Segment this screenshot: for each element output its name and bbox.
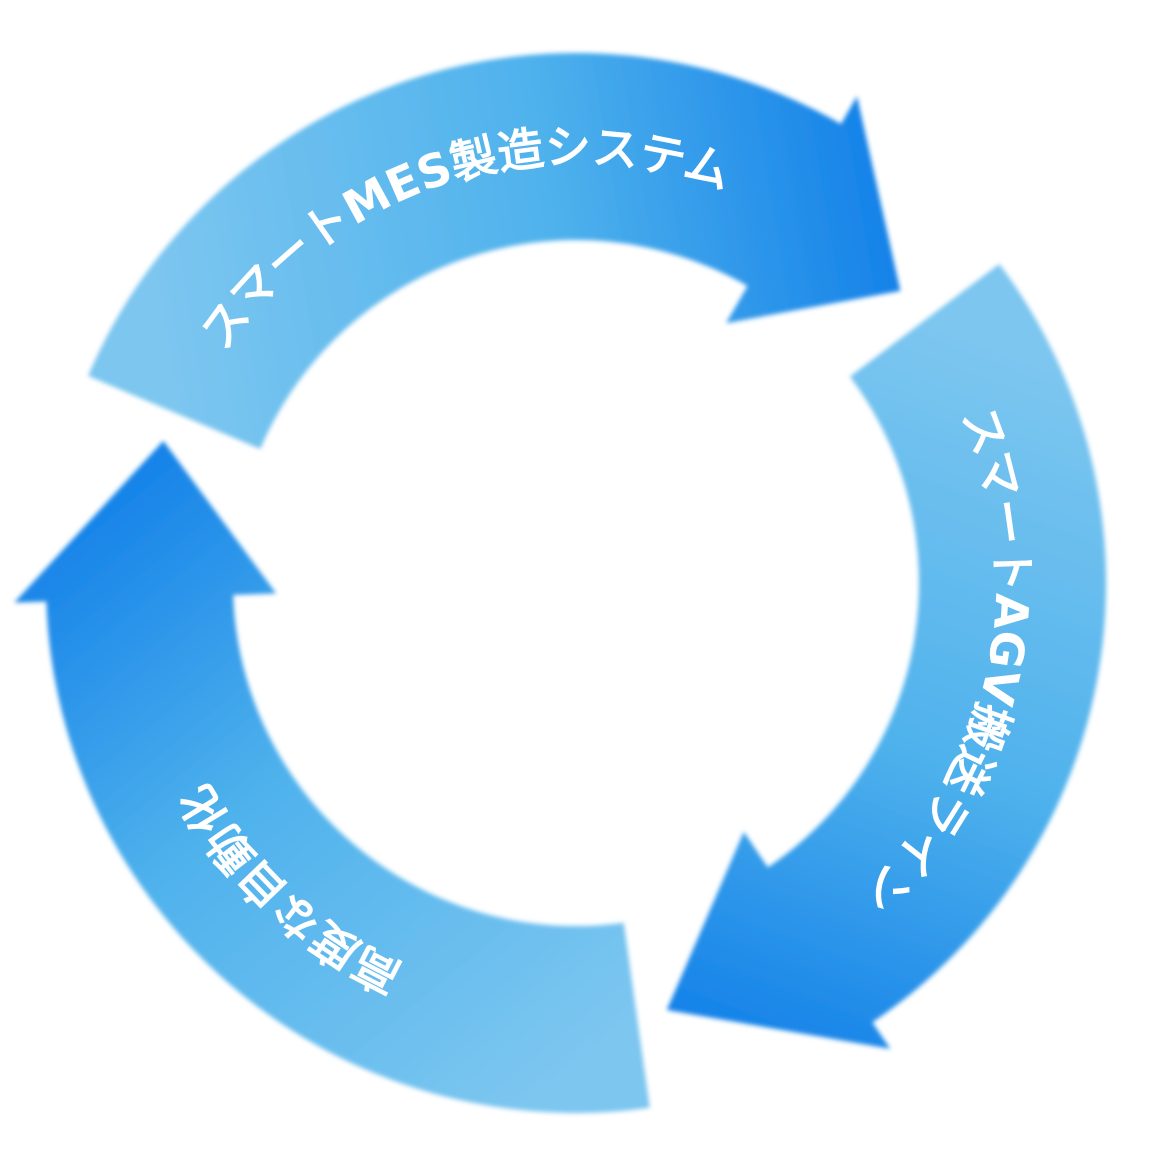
arrow-agv <box>666 264 1107 1049</box>
arrow-mes <box>88 52 901 449</box>
arrow-automation <box>14 440 650 1113</box>
